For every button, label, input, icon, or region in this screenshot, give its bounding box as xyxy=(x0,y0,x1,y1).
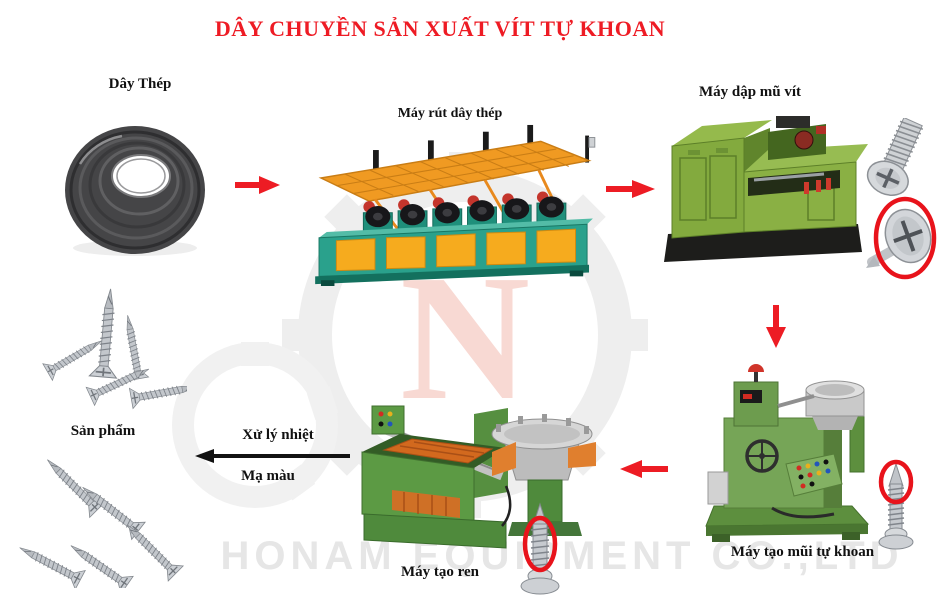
stage-label-threading: Máy tạo ren xyxy=(400,564,480,580)
threaded-screw-image xyxy=(520,502,560,595)
canopy xyxy=(318,140,592,202)
bowl-feeder xyxy=(805,380,865,430)
stage-label-heading: Máy dập mũ vít xyxy=(698,84,802,100)
flow-arrow-right-2 xyxy=(606,180,655,198)
stage-label-drilling: Máy tạo mũi tự khoan xyxy=(730,544,875,560)
drilled-screw-image xyxy=(878,459,914,550)
finishing-label-heat: Xử lý nhiệt xyxy=(242,427,314,443)
handwheel-icon xyxy=(745,439,779,473)
product-screws-top-image xyxy=(42,286,187,410)
machine-panels xyxy=(335,228,576,272)
watermark-company-text: HONAM EQUIPMENT CO.,LTD xyxy=(220,534,904,578)
tooling-clamps xyxy=(804,178,831,194)
flow-arrow-left xyxy=(620,460,668,478)
red-circle-highlight xyxy=(878,459,914,505)
red-circle-highlight xyxy=(522,515,558,573)
drill-point-machine-image xyxy=(705,364,870,542)
control-panel xyxy=(785,453,843,497)
stage-label-wire: Dây Thép xyxy=(108,76,172,92)
warning-beacon-icon xyxy=(748,364,764,382)
bowl-feeder xyxy=(491,414,593,481)
screw-head-closeup-image xyxy=(866,196,937,280)
finishing-arrow-left xyxy=(195,449,350,463)
red-circle-highlight xyxy=(873,196,937,280)
stage-label-products: Sản phẩm xyxy=(70,423,136,439)
stage-label-drawing: Máy rút dây thép xyxy=(397,106,503,121)
head-stamping-machine-image xyxy=(664,116,868,262)
flow-arrow-right-1 xyxy=(235,176,280,194)
page-title: DÂY CHUYỀN SẢN XUẤT VÍT TỰ KHOAN xyxy=(214,16,666,41)
steel-wire-coil-image xyxy=(65,126,205,256)
wire-drawing-machine-image xyxy=(315,124,596,286)
flow-arrow-down xyxy=(766,305,786,348)
screw-blank-image xyxy=(866,118,924,196)
control-box xyxy=(371,405,405,435)
finishing-label-plating: Mạ màu xyxy=(241,468,295,484)
product-screws-bottom-image xyxy=(15,451,184,588)
